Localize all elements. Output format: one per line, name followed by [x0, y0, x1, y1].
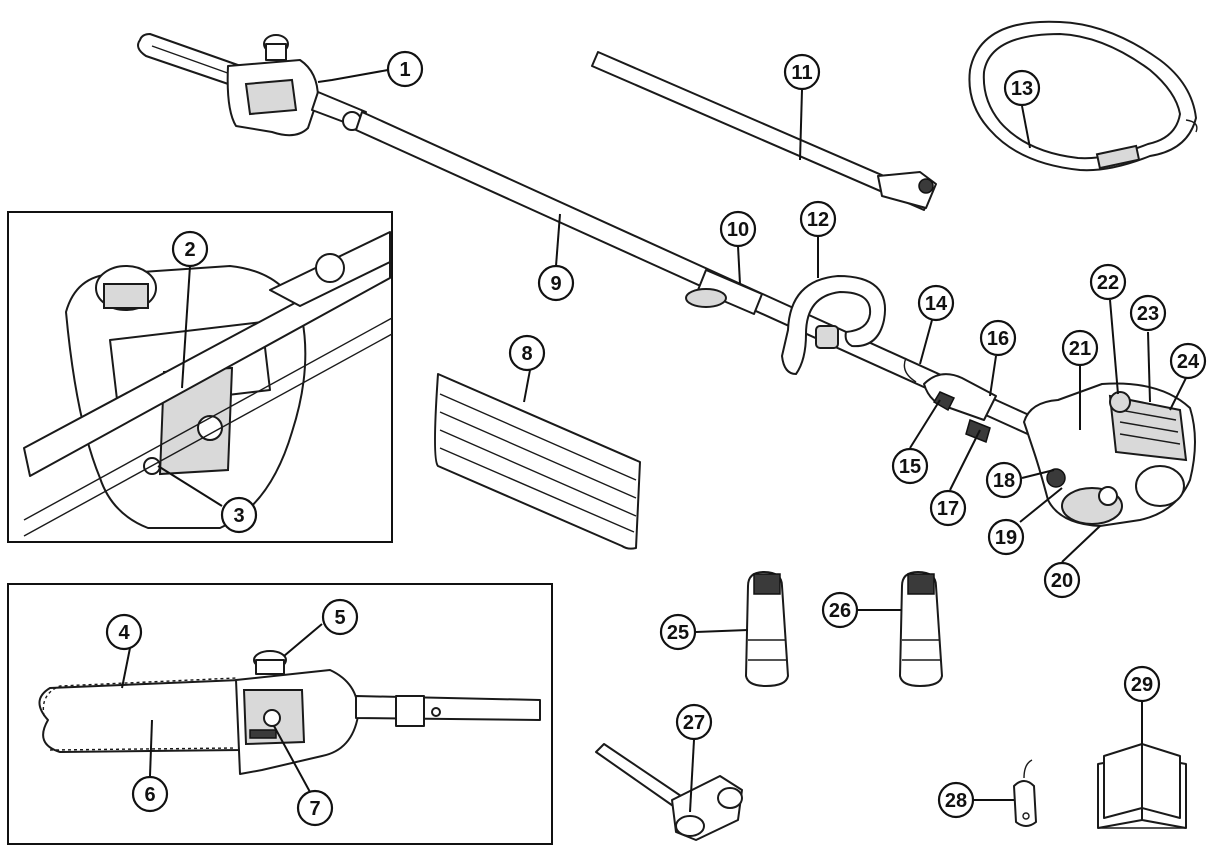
- callout-1: 1: [386, 50, 424, 88]
- callout-24-label: 24: [1177, 351, 1200, 373]
- operator-manual: [1097, 743, 1187, 829]
- oil-bottle-25: [745, 571, 789, 687]
- callout-19: 19: [987, 518, 1025, 556]
- pole-saw-assembly: [137, 33, 1196, 527]
- inset-chain-tension: [23, 231, 393, 537]
- callout-9: 9: [537, 264, 575, 302]
- coupler-illustration: [697, 269, 763, 315]
- inset-saw-head-frame: [7, 583, 553, 845]
- callout-29-label: 29: [1131, 674, 1153, 696]
- inset-chain-tension-frame: [7, 211, 393, 543]
- callout-22: 22: [1089, 263, 1127, 301]
- callout-12-label: 12: [807, 209, 829, 231]
- shoulder-strap: [968, 20, 1198, 172]
- callout-2-label: 2: [184, 239, 195, 261]
- callout-13: 13: [1003, 69, 1041, 107]
- callout-13-label: 13: [1011, 78, 1033, 100]
- callout-26: 26: [821, 591, 859, 629]
- callout-6: 6: [131, 775, 169, 813]
- callout-25: 25: [659, 613, 697, 651]
- callout-15-label: 15: [899, 456, 921, 478]
- callout-17: 17: [929, 489, 967, 527]
- scabbard: [434, 373, 641, 550]
- callout-16-label: 16: [987, 328, 1009, 350]
- callout-18: 18: [985, 461, 1023, 499]
- callout-8-label: 8: [521, 343, 532, 365]
- callout-7-label: 7: [309, 798, 320, 820]
- callout-28: 28: [937, 781, 975, 819]
- callout-9-label: 9: [550, 273, 561, 295]
- extension-pole: [591, 51, 937, 211]
- handle-illustration: [781, 275, 886, 375]
- callout-20: 20: [1043, 561, 1081, 599]
- callout-27-label: 27: [683, 712, 705, 734]
- callout-3: 3: [220, 496, 258, 534]
- callout-12: 12: [799, 200, 837, 238]
- callout-29: 29: [1123, 665, 1161, 703]
- callout-20-label: 20: [1051, 570, 1073, 592]
- callout-10-label: 10: [727, 219, 749, 241]
- callout-27: 27: [675, 703, 713, 741]
- callout-1-label: 1: [399, 59, 410, 81]
- callout-22-label: 22: [1097, 272, 1119, 294]
- callout-4-label: 4: [118, 622, 130, 644]
- callout-23: 23: [1129, 294, 1167, 332]
- inset-saw-head: [38, 650, 541, 775]
- callout-18-label: 18: [993, 470, 1015, 492]
- callout-16: 16: [979, 319, 1017, 357]
- callout-3-label: 3: [233, 505, 244, 527]
- callout-14-label: 14: [925, 293, 948, 315]
- callout-2: 2: [171, 230, 209, 268]
- callout-24: 24: [1169, 342, 1207, 380]
- callout-19-label: 19: [995, 527, 1017, 549]
- callout-8: 8: [508, 334, 546, 372]
- callout-26-label: 26: [829, 600, 851, 622]
- callout-23-label: 23: [1137, 303, 1159, 325]
- callout-21-label: 21: [1069, 338, 1091, 360]
- combination-wrench: [595, 743, 743, 841]
- callout-28-label: 28: [945, 790, 967, 812]
- bushing-tool: [1013, 759, 1037, 827]
- callout-21: 21: [1061, 329, 1099, 367]
- callout-6-label: 6: [144, 784, 155, 806]
- oil-bottle-26: [899, 571, 943, 687]
- callout-5: 5: [321, 598, 359, 636]
- callout-11-label: 11: [791, 62, 812, 84]
- callout-25-label: 25: [667, 622, 689, 644]
- callout-14: 14: [917, 284, 955, 322]
- starter-grip-illustration: [1046, 468, 1066, 488]
- callout-4: 4: [105, 613, 143, 651]
- callout-15: 15: [891, 447, 929, 485]
- leader-lines: [121, 69, 1187, 813]
- throttle-housing-illustration: [923, 373, 997, 421]
- callout-17-label: 17: [937, 498, 959, 520]
- callout-10: 10: [719, 210, 757, 248]
- callout-5-label: 5: [334, 607, 345, 629]
- callout-7: 7: [296, 789, 334, 827]
- callout-11: 11: [783, 53, 821, 91]
